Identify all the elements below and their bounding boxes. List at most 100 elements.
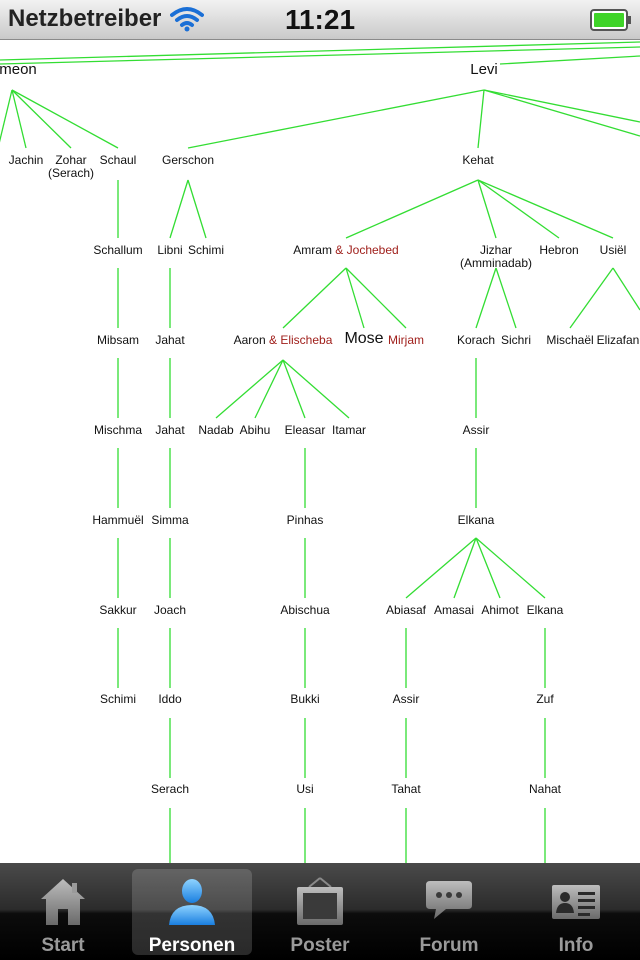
tree-node-assir1[interactable]: Assir (463, 424, 490, 437)
tree-node-nahat[interactable]: Nahat (529, 783, 561, 796)
tab-forum[interactable]: Forum (389, 869, 509, 956)
tree-node-simma[interactable]: Simma (151, 514, 188, 527)
tree-node-eleasar[interactable]: Eleasar (285, 424, 326, 437)
tree-node-korach[interactable]: Korach (457, 334, 495, 347)
node-name: Abischua (280, 603, 330, 617)
tree-connector (499, 55, 640, 65)
tree-connector (477, 89, 485, 149)
tree-connector (495, 267, 517, 329)
tree-connector (475, 537, 546, 599)
node-name: Ahimot (481, 603, 519, 617)
tree-connector (612, 267, 640, 311)
tree-node-usi[interactable]: Usi (296, 783, 313, 796)
tree-node-amram[interactable]: Amram & Jochebed (293, 244, 398, 257)
tree-node-schimi2[interactable]: Schimi (100, 693, 136, 706)
tree-node-sakkur[interactable]: Sakkur (99, 604, 136, 617)
status-bar: Netzbetreiber 11:21 (0, 0, 640, 40)
tree-node-tahat[interactable]: Tahat (391, 783, 420, 796)
tree-node-abihu[interactable]: Abihu (240, 424, 271, 437)
tree-node-mischael[interactable]: Mischaël (546, 334, 593, 347)
tree-node-nadab[interactable]: Nadab (198, 424, 233, 437)
tree-node-pinhas[interactable]: Pinhas (287, 514, 324, 527)
node-name: Nadab (198, 423, 234, 437)
tree-node-mose[interactable]: Mose (344, 331, 383, 347)
tree-node-jahat2[interactable]: Jahat (155, 424, 184, 437)
tab-label: Forum (419, 935, 479, 956)
tree-node-gerschon[interactable]: Gerschon (162, 154, 214, 167)
tree-node-schallum[interactable]: Schallum (93, 244, 142, 257)
tree-connector (483, 89, 640, 137)
tab-info[interactable]: Info (516, 869, 636, 956)
node-name: Bukki (290, 692, 320, 706)
tab-poster[interactable]: Poster (260, 869, 380, 956)
tree-node-elkana1[interactable]: Elkana (458, 514, 495, 527)
tree-node-hammuel[interactable]: Hammuël (92, 514, 143, 527)
tree-node-schimi1[interactable]: Schimi (188, 244, 224, 257)
carrier-name: Netzbetreiber (8, 5, 162, 32)
tab-label: Personen (148, 935, 236, 956)
node-name: Elkana (457, 513, 495, 527)
tree-node-elizafan[interactable]: Elizafan (597, 334, 640, 347)
tree-node-jachin[interactable]: Jachin (9, 154, 44, 167)
tree-node-zohar[interactable]: Zohar(Serach) (48, 154, 94, 180)
node-name: Simma (151, 513, 189, 527)
tree-node-assir2[interactable]: Assir (393, 693, 420, 706)
node-name: Nahat (528, 782, 562, 796)
tree-node-amasai[interactable]: Amasai (434, 604, 474, 617)
tree-node-joach[interactable]: Joach (154, 604, 186, 617)
node-name: Schallum (93, 243, 143, 257)
node-spouse: & Elischeba (265, 333, 333, 347)
tree-node-itamar[interactable]: Itamar (332, 424, 366, 437)
node-name: Elizafan (596, 333, 640, 347)
node-name: Jachin (8, 153, 44, 167)
tree-node-aaron[interactable]: Aaron & Elischeba (234, 334, 333, 347)
tree-connector (475, 537, 501, 599)
tree-node-mischma[interactable]: Mischma (94, 424, 142, 437)
node-name: Hammuël (92, 513, 144, 527)
tab-personen[interactable]: Personen (132, 869, 252, 956)
tree-node-levi[interactable]: Levi (470, 62, 498, 77)
node-name: Serach (150, 782, 190, 796)
tree-node-jahat1[interactable]: Jahat (155, 334, 184, 347)
tree-node-abiasaf[interactable]: Abiasaf (386, 604, 426, 617)
node-name: Jahat (155, 333, 185, 347)
tree-node-iddo[interactable]: Iddo (158, 693, 181, 706)
tree-node-mibsam[interactable]: Mibsam (97, 334, 139, 347)
tree-node-zuf[interactable]: Zuf (536, 693, 553, 706)
tree-node-sichri[interactable]: Sichri (501, 334, 531, 347)
node-name: Schaul (99, 153, 137, 167)
tree-connector (477, 179, 614, 239)
tree-node-hebron[interactable]: Hebron (539, 244, 578, 257)
node-name: Schimi (187, 243, 225, 257)
tree-node-bukki[interactable]: Bukki (290, 693, 319, 706)
tree-node-usiel[interactable]: Usiël (600, 244, 627, 257)
tree-node-simeon[interactable]: meon (0, 62, 37, 77)
node-name: Zohar (55, 153, 87, 167)
tree-node-elkana2[interactable]: Elkana (527, 604, 564, 617)
node-name: Mibsam (96, 333, 140, 347)
tree-node-jizhar[interactable]: Jizhar(Amminadab) (460, 244, 532, 270)
node-alias: (Amminadab) (459, 256, 533, 270)
tree-connector (569, 267, 614, 329)
tree-node-serach[interactable]: Serach (151, 783, 189, 796)
tree-connector (187, 89, 485, 149)
tree-node-schaul[interactable]: Schaul (100, 154, 137, 167)
node-name: Assir (392, 692, 420, 706)
contact-card-icon (551, 875, 601, 927)
tab-label: Start (41, 935, 85, 956)
tree-node-abischua[interactable]: Abischua (280, 604, 329, 617)
tree-connector (11, 89, 72, 149)
node-name: Elkana (526, 603, 564, 617)
tab-label: Poster (290, 935, 350, 956)
tree-node-mirjam[interactable]: Mirjam (388, 334, 424, 347)
tree-node-ahimot[interactable]: Ahimot (481, 604, 518, 617)
tree-node-kehat[interactable]: Kehat (462, 154, 493, 167)
tab-start[interactable]: Start (3, 869, 123, 956)
tree-node-libni[interactable]: Libni (157, 244, 182, 257)
tree-connector (345, 267, 365, 329)
wifi-icon (170, 6, 204, 37)
node-name: Joach (153, 603, 187, 617)
tree-connector (405, 537, 477, 599)
tree-connector (345, 267, 407, 329)
